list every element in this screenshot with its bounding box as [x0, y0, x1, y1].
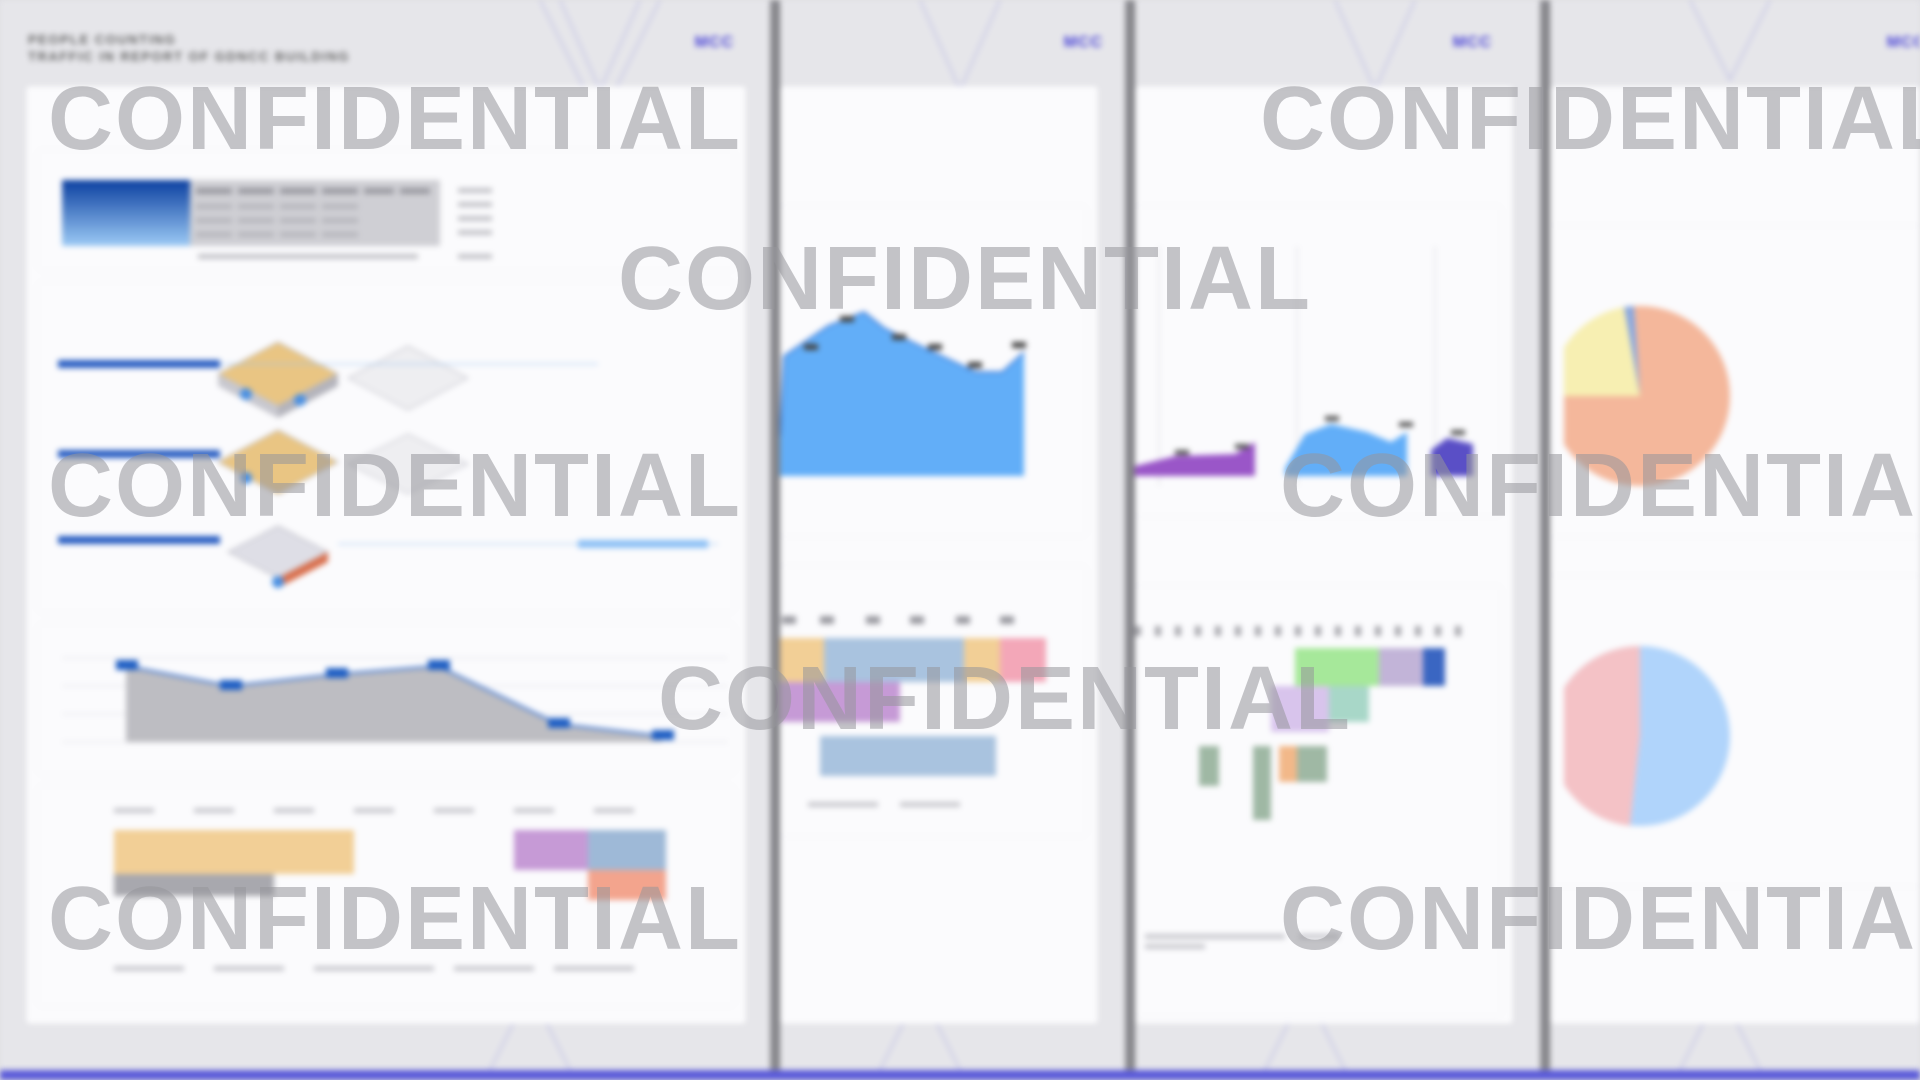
timeline-chart: [114, 808, 666, 971]
brand-logo: MCC: [1452, 34, 1492, 51]
traffic-table: [62, 180, 492, 259]
report-card: [1135, 86, 1513, 1024]
report-page-4[interactable]: MCC: [1550, 0, 1920, 1070]
zone-timeline-chart: [780, 616, 1046, 807]
zone-timeline-card: [780, 566, 1086, 836]
isometric-floor-plan-icon: [216, 341, 470, 588]
report-card: [780, 86, 1098, 1024]
page-separator: [1540, 0, 1550, 1080]
report-page-3[interactable]: MCC: [1135, 0, 1540, 1070]
report-card: [26, 86, 746, 1024]
brand-logo: MCC: [1886, 34, 1920, 51]
report-title-line1: PEOPLE COUNTING: [28, 32, 177, 47]
multi-day-traffic-card: [1135, 206, 1501, 516]
report-page-2[interactable]: MCC: [780, 0, 1125, 1070]
page-separator: [770, 0, 780, 1080]
multi-day-traffic-chart: [1135, 246, 1473, 486]
brand-logo: MCC: [694, 34, 734, 51]
multi-day-timeline-chart: [1135, 626, 1461, 949]
bottom-scrollbar[interactable]: [0, 1070, 1920, 1080]
zone-share-pie-chart-2: [1550, 576, 1730, 886]
pie-card-2: [1550, 576, 1920, 886]
report-title-line2: TRAFFIC IN REPORT OF GDNCC BUILDING: [28, 49, 350, 64]
page-separator: [1125, 0, 1135, 1080]
zone-share-pie-chart-1: [1550, 226, 1730, 536]
floor-plans-card: [38, 282, 734, 670]
timeline-card: [38, 786, 734, 1006]
multi-day-timeline-card: [1135, 586, 1501, 1016]
hourly-traffic-chart: [780, 311, 1026, 476]
report-page-1[interactable]: PEOPLE COUNTING TRAFFIC IN REPORT OF GDN…: [0, 0, 770, 1070]
floor-plans-diagram: [58, 341, 718, 670]
weekly-traffic-card: [38, 624, 734, 774]
hourly-traffic-card: [780, 206, 1086, 536]
brand-logo: MCC: [1063, 34, 1103, 51]
report-card: [1550, 86, 1920, 1024]
traffic-table-card: [38, 150, 734, 270]
pie-card-1: [1550, 226, 1920, 536]
weekly-traffic-chart: [62, 657, 728, 743]
